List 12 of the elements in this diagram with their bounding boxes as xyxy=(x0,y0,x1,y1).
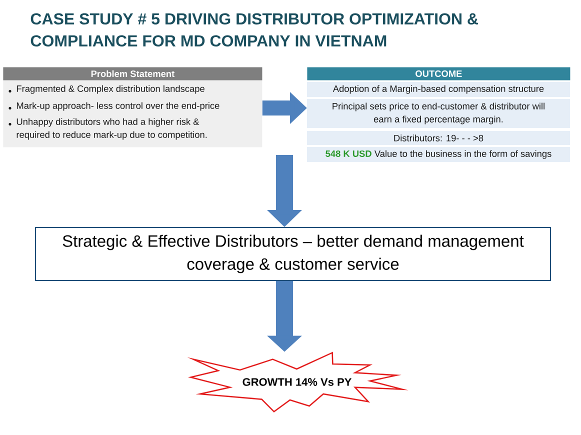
outcome-row: 548 K USD Value to the business in the form of savings xyxy=(307,147,570,162)
problem-panel xyxy=(3,67,262,148)
bullet-text: Fragmented & Complex distribution landscape xyxy=(16,85,204,94)
outcome-row: Principal sets price to end-customer & distributor will earn a fixed percentage margin. xyxy=(307,99,570,128)
panel-header: OUTCOME xyxy=(307,67,570,80)
bullet-text: Unhappy distributors who had a higher risk & required to reduce mark-up due to competition. xyxy=(16,118,207,140)
statement-box: Strategic & Effective Distributors – better demand management coverage & customer service xyxy=(35,227,551,281)
outcome-row: Adoption of a Margin-based compensation structure xyxy=(307,82,570,97)
slide-title: CASE STUDY # 5 DRIVING DISTRIBUTOR OPTIMIZATION & COMPLIANCE FOR MD COMPANY IN VIETNAM xyxy=(30,13,478,47)
outcome-row: Distributors: 19- - - >8 xyxy=(307,131,570,145)
panel-header: Problem Statement xyxy=(3,67,262,80)
bullet-text: Mark-up approach- less control over the end-price xyxy=(16,102,220,111)
